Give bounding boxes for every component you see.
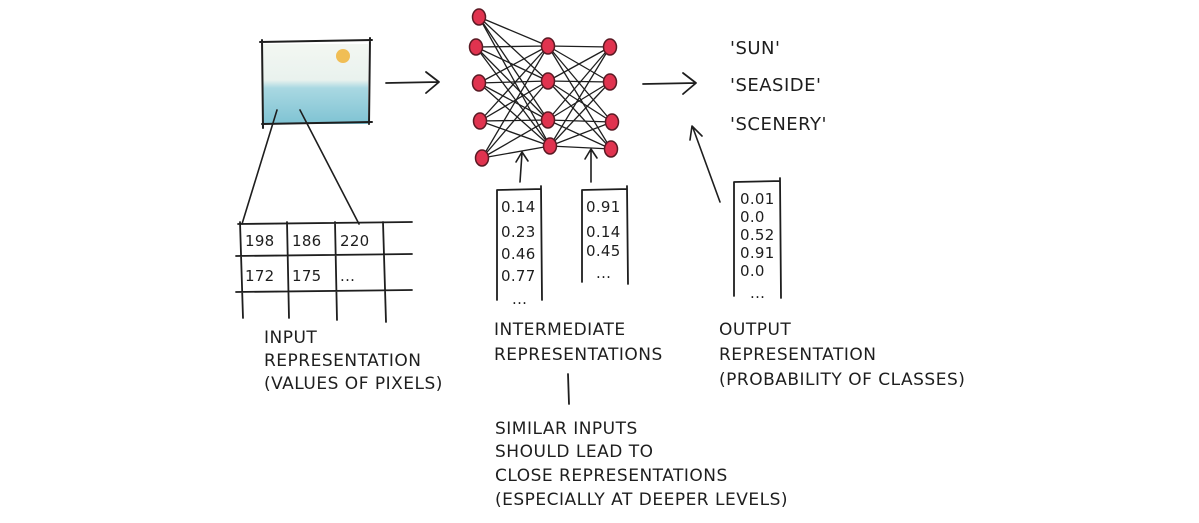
connector-to-note	[567, 373, 570, 405]
probability-value: 0.0	[740, 262, 765, 280]
network-edge	[549, 81, 611, 147]
probability-value: 0.91	[740, 244, 775, 262]
intermediate-caption-line: INTERMEDIATE	[494, 320, 626, 340]
network-edge	[547, 119, 613, 123]
network-edge	[549, 121, 613, 147]
arrow-output-vector-to-classes	[689, 125, 721, 203]
input-caption-line: (VALUES OF PIXELS)	[264, 374, 443, 394]
pixel-value: 175	[292, 267, 322, 285]
probability-value: 0.52	[740, 226, 775, 244]
network-edge	[481, 45, 549, 159]
intermediate-vector-1: 0.14 0.23 0.46 0.77...	[496, 185, 543, 308]
network-edge	[475, 46, 549, 121]
arrow-vector2-to-network	[584, 148, 598, 183]
network-edge	[549, 145, 612, 150]
network-edge	[478, 16, 549, 47]
output-caption-line: (PROBABILITY OF CLASSES)	[719, 370, 965, 390]
network-edge	[475, 45, 549, 48]
input-caption-line: INPUT	[264, 328, 317, 348]
network-node	[471, 74, 487, 92]
input-image	[259, 37, 373, 129]
output-caption-line: REPRESENTATION	[719, 345, 876, 365]
similarity-note: SIMILAR INPUTS SHOULD LEAD TO CLOSE REPR…	[495, 419, 788, 510]
network-edge	[478, 45, 549, 84]
network-edge	[547, 80, 611, 83]
arrow-network-to-output	[642, 72, 697, 95]
network-node	[602, 73, 618, 91]
intermediate-caption: INTERMEDIATE REPRESENTATIONS	[494, 320, 663, 365]
pixel-value: 220	[340, 232, 370, 250]
output-caption: OUTPUT REPRESENTATION (PROBABILITY OF CL…	[719, 320, 965, 390]
network-node	[474, 149, 490, 167]
class-labels: 'SUN' 'SEASIDE' 'SCENERY'	[730, 38, 827, 135]
intermediate-caption-line: REPRESENTATIONS	[494, 345, 663, 365]
note-line: CLOSE REPRESENTATIONS	[495, 466, 728, 486]
pixel-grid: 198 186 220 172 175...	[235, 221, 413, 323]
network-edge	[478, 16, 549, 121]
network-edge	[547, 45, 611, 48]
network-edge	[549, 46, 611, 147]
vector-value: 0.91	[586, 198, 621, 216]
pixel-value: 198	[245, 232, 275, 250]
network-node	[540, 37, 556, 55]
vector-value: ...	[512, 290, 527, 308]
network-edge	[481, 145, 551, 159]
vector-value: 0.46	[501, 245, 536, 263]
pixel-value: 186	[292, 232, 322, 250]
network-edge	[478, 80, 549, 84]
network-edge	[478, 82, 551, 147]
vector-value: ...	[596, 264, 611, 282]
pixel-value: 172	[245, 267, 275, 285]
network-edge	[547, 45, 613, 123]
network-node	[471, 8, 487, 26]
network-node	[540, 111, 556, 129]
network-node	[602, 38, 618, 56]
network-edge	[481, 80, 549, 159]
network-node	[472, 112, 488, 130]
vector-value: 0.14	[586, 223, 621, 241]
arrow-input-to-network	[385, 71, 440, 94]
output-caption-line: OUTPUT	[719, 320, 791, 340]
sun-icon	[336, 49, 350, 63]
class-label-scenery: 'SCENERY'	[730, 114, 827, 135]
network-edge	[547, 46, 611, 121]
vector-value: 0.77	[501, 267, 536, 285]
pixel-value: ...	[340, 267, 355, 285]
note-line: SHOULD LEAD TO	[495, 442, 653, 462]
output-vector: 0.010.00.520.910.0...	[733, 177, 782, 302]
network-edge	[478, 16, 549, 82]
input-caption: INPUT REPRESENTATION (VALUES OF PIXELS)	[264, 328, 443, 394]
probability-value: 0.0	[740, 208, 765, 226]
note-line: SIMILAR INPUTS	[495, 419, 638, 439]
network-node	[604, 113, 620, 131]
class-label-seaside: 'SEASIDE'	[730, 75, 821, 96]
network-node	[468, 38, 484, 56]
network-edge	[475, 46, 549, 82]
network-edge	[479, 80, 549, 122]
network-edge	[547, 80, 613, 123]
input-caption-line: REPRESENTATION	[264, 351, 421, 371]
probability-value: 0.01	[740, 190, 775, 208]
network-node	[540, 72, 556, 90]
network-edge	[479, 45, 549, 122]
note-line: (ESPECIALLY AT DEEPER LEVELS)	[495, 490, 788, 510]
network-edge	[479, 120, 551, 147]
network-edge	[547, 81, 611, 121]
vector-value: 0.45	[586, 242, 621, 260]
network-node	[603, 140, 619, 158]
vector-value: 0.14	[501, 198, 536, 216]
neural-network	[468, 8, 620, 167]
network-edge	[481, 119, 549, 159]
arrow-vector1-to-network	[515, 151, 529, 183]
vector-value: 0.23	[501, 223, 536, 241]
network-edge	[547, 46, 611, 82]
intermediate-vector-2: 0.91 0.140.45...	[581, 185, 629, 285]
class-label-sun: 'SUN'	[730, 38, 780, 59]
probability-value: ...	[750, 284, 765, 302]
network-node	[542, 137, 558, 155]
network-edge	[475, 46, 551, 147]
